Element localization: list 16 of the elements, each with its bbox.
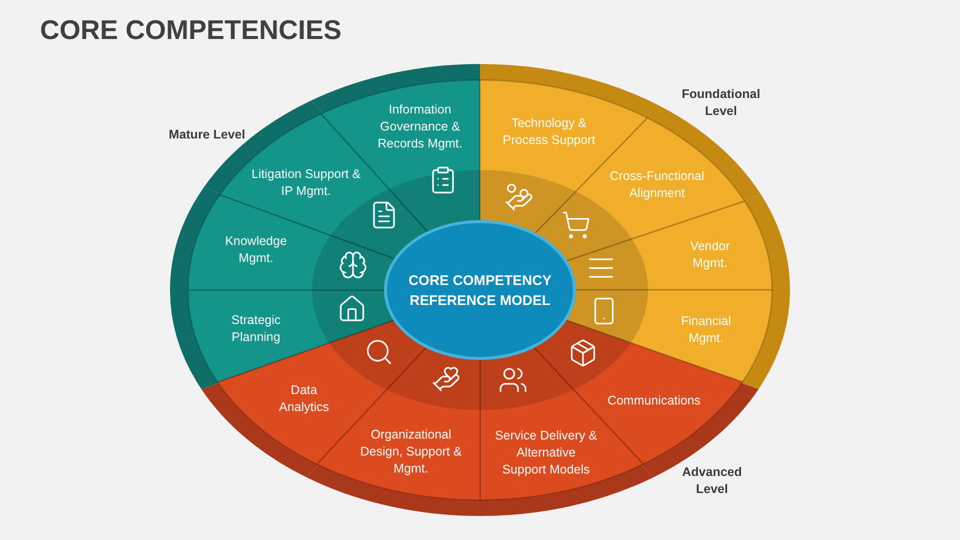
segment-label: Data Analytics [278, 382, 330, 416]
level-label: Foundational Level [681, 86, 761, 120]
segment-label: Service Delivery & Alternative Support Models [494, 428, 598, 478]
segment-label: Technology & Process Support [502, 115, 596, 149]
segment-label: Organizational Design, Support & Mgmt. [359, 426, 463, 478]
segment-label: Communications [606, 392, 702, 410]
segment-label: Strategic Planning [230, 312, 282, 346]
segment-label: Vendor Mgmt. [689, 238, 731, 272]
segment-label: Litigation Support & IP Mgmt. [251, 166, 361, 200]
segment-label: Financial Mgmt. [680, 313, 732, 347]
segment-label: Information Governance & Records Mgmt. [376, 102, 464, 152]
segment-label: Cross-Functional Alignment [608, 168, 706, 202]
level-label: Advanced Level [681, 464, 743, 498]
segment-label: Knowledge Mgmt. [224, 233, 288, 267]
level-label: Mature Level [168, 126, 246, 144]
title: CORE COMPETENCIES [40, 14, 342, 47]
